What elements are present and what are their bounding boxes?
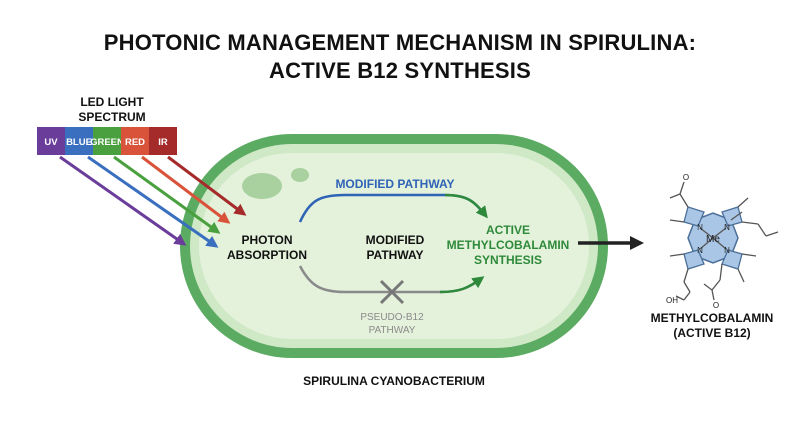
active-synthesis-label-line3: SYNTHESIS xyxy=(474,253,542,267)
spectrum-band-label-uv: UV xyxy=(44,137,58,148)
uv-ray xyxy=(59,155,187,246)
n-atom-label-1: N xyxy=(697,223,703,232)
modified-pathway-top-label: MODIFIED PATHWAY xyxy=(335,177,454,191)
n-atom-label-3: N xyxy=(697,246,703,255)
diagram-title-line2: ACTIVE B12 SYNTHESIS xyxy=(269,58,531,83)
pseudo-pathway-arrowhead xyxy=(439,276,485,294)
pyrrole-ring-bl xyxy=(683,249,705,270)
spectrum-band-green xyxy=(93,127,121,155)
cell-caption: SPIRULINA CYANOBACTERIUM xyxy=(303,374,485,388)
molecule-atom-labels: Me N N N N O OH O METHYLCOBALAMIN (ACTIV… xyxy=(651,173,774,340)
cell-cytoplasm xyxy=(199,153,589,339)
cell-labels: PHOTON ABSORPTION MODIFIED PATHWAY MODIF… xyxy=(227,177,569,388)
spectrum-band-uv xyxy=(37,127,65,155)
photon-absorption-label-line2: ABSORPTION xyxy=(227,248,307,262)
modified-pathway-mid-label-line1: MODIFIED xyxy=(366,233,425,247)
spectrum-band-red xyxy=(121,127,149,155)
n-atom-label-2: N xyxy=(724,223,730,232)
oh-atom-label: OH xyxy=(666,296,678,305)
spectrum-heading-line1: LED LIGHT xyxy=(80,95,144,109)
metal-center-label: Me xyxy=(706,234,720,245)
blue-ray xyxy=(87,155,219,248)
modified-pathway-mid-label-line2: PATHWAY xyxy=(366,248,423,262)
vacuole-large xyxy=(242,173,282,199)
modified-pathway-arrowhead xyxy=(444,193,488,219)
spectrum-band-label-green: GREEN xyxy=(90,137,124,148)
photon-absorption-label-line1: PHOTON xyxy=(241,233,292,247)
pathway-blocked-x xyxy=(379,279,405,305)
spectrum-band-ir xyxy=(149,127,177,155)
vacuole-small xyxy=(291,168,309,182)
molecule-name-line1: METHYLCOBALAMIN xyxy=(651,311,774,325)
pyrrole-ring-tl xyxy=(683,206,705,227)
pathways xyxy=(298,193,644,305)
spectrum-heading-line2: SPECTRUM xyxy=(78,110,145,124)
red-ray xyxy=(141,155,231,224)
ir-ray xyxy=(167,155,247,216)
diagram-title-line1: PHOTONIC MANAGEMENT MECHANISM IN SPIRULI… xyxy=(103,30,697,55)
active-synthesis-label-line1: ACTIVE xyxy=(486,223,530,237)
green-ray xyxy=(113,155,221,234)
spectrum-band-label-red: RED xyxy=(125,137,145,148)
spectrum-band-blue xyxy=(65,127,93,155)
n-atom-label-4: N xyxy=(724,246,730,255)
o-atom-label-bottom: O xyxy=(713,301,719,310)
spirulina-cell xyxy=(180,134,608,358)
active-synthesis-label-line2: METHYLCOBALAMIN xyxy=(447,238,570,252)
methylcobalamin-structure xyxy=(669,181,779,301)
spectrum-band-label-blue: BLUE xyxy=(66,137,92,148)
pseudo-b12-label-line2: PATHWAY xyxy=(369,325,416,336)
pseudo-b12-label-line1: PSEUDO-B12 xyxy=(360,312,424,323)
o-atom-label-top: O xyxy=(683,173,689,182)
light-rays xyxy=(59,155,247,248)
molecule-name-line2: (ACTIVE B12) xyxy=(673,326,750,340)
spectrum-band-label-ir: IR xyxy=(158,137,168,148)
